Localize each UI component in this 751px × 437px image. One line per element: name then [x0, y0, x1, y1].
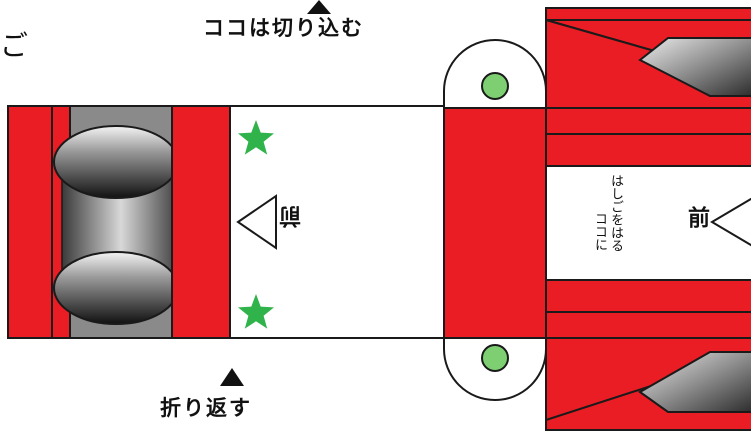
lower-wheel: [53, 251, 179, 325]
ladder-note-line1: ココに: [592, 212, 607, 251]
wheel-panel-right-divider: [171, 105, 231, 339]
top-corner-fragment: ご: [0, 29, 29, 62]
front-arrow-right-icon: [710, 197, 751, 247]
wheel-panel: [7, 105, 231, 339]
front-label-right: 前: [684, 206, 709, 228]
star-icon: [238, 120, 274, 155]
front-arrow-left-icon: [236, 194, 277, 250]
body-panel: [545, 7, 751, 431]
cut-instruction: ココは切り込む: [203, 16, 364, 40]
fold-marker-icon: [220, 368, 244, 386]
front-label-left: 前: [280, 206, 305, 228]
top-metal-part: [638, 37, 751, 97]
star-icon: [238, 294, 274, 329]
ladder-note-line2: はしごをはる: [608, 174, 623, 252]
fold-instruction: 折り返す: [160, 396, 252, 420]
cut-marker-icon: [307, 0, 331, 14]
top-peg-dot: [481, 72, 509, 100]
upper-wheel: [53, 125, 179, 199]
connector-red-band: [443, 107, 547, 339]
bottom-metal-part: [638, 351, 751, 413]
bottom-peg-dot: [481, 344, 509, 372]
